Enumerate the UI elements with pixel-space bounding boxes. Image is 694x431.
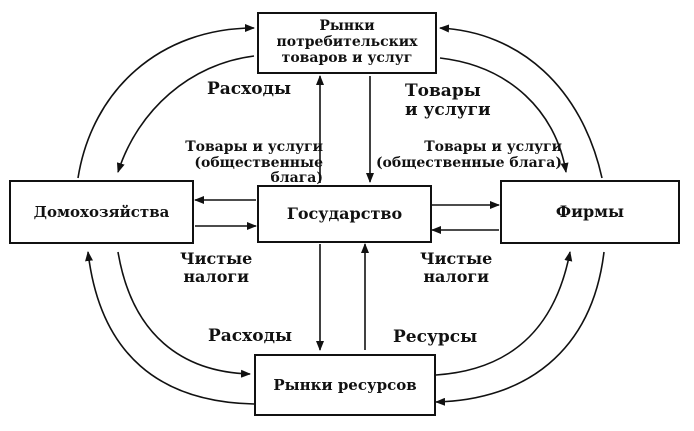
label-goods-services-top: Товары и услуги	[405, 81, 491, 121]
consumer-markets-box: Рынки потребительских товаров и услуг	[257, 12, 437, 74]
label-public-goods-left: Товары и услуги (общественные блага)	[185, 139, 323, 187]
arrow-resource-markets-to-households	[85, 251, 255, 405]
arrow-resource-markets-to-firms	[435, 251, 573, 376]
arrow-inner-consumer-markets-to-firms	[439, 57, 569, 173]
arrow-households-to-resource-markets	[117, 251, 251, 378]
government-box: Государство	[257, 185, 432, 243]
arrow-outer-firms-to-consumer-markets	[439, 24, 603, 179]
firms-box: Фирмы	[500, 180, 680, 244]
resource-markets-label: Рынки ресурсов	[273, 375, 417, 394]
firms-label: Фирмы	[555, 202, 625, 222]
arrow-inner-consumer-markets-to-households	[116, 55, 255, 173]
arrow-outer-households-to-consumer-markets	[77, 24, 255, 179]
label-resources-bottom: Ресурсы	[393, 327, 478, 347]
households-label: Домохозяйства	[33, 202, 170, 221]
government-label: Государство	[286, 204, 403, 224]
arrow-firms-to-resource-markets	[435, 251, 605, 406]
label-public-goods-right: Товары и услуги (общественные блага)	[375, 139, 562, 171]
label-spending-bottom: Расходы	[208, 326, 292, 346]
label-net-taxes-right: Чистые налоги	[420, 249, 493, 286]
consumer-markets-label: Рынки потребительских товаров и услуг	[276, 18, 418, 66]
resource-markets-box: Рынки ресурсов	[254, 354, 436, 416]
label-net-taxes-left: Чистые налоги	[180, 249, 253, 286]
households-box: Домохозяйства	[9, 180, 194, 244]
label-spending-top: Расходы	[207, 79, 291, 99]
